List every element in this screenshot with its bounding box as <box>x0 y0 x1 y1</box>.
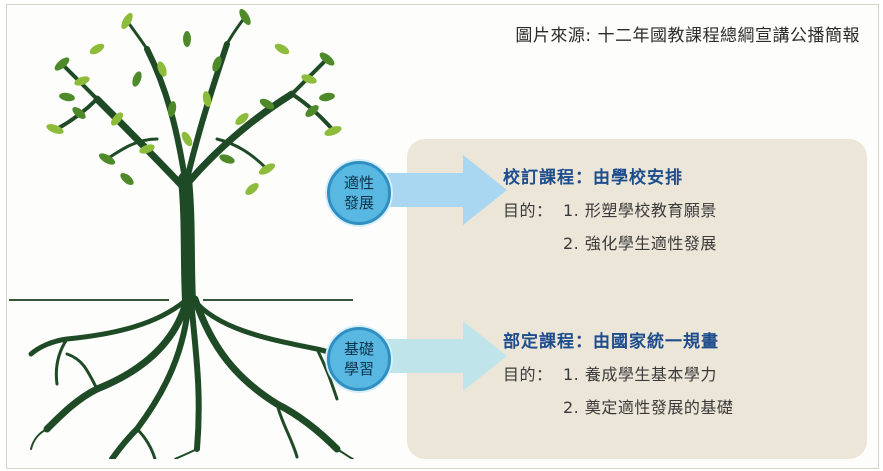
circle-foundation-line1: 基礎 <box>343 340 374 358</box>
circle-foundation-line2: 學習 <box>343 360 374 378</box>
national-purpose-item-2: 2. 奠定適性發展的基礎 <box>563 398 734 417</box>
school-purpose-label: 目的： <box>503 201 553 220</box>
tree-illustration <box>28 9 356 459</box>
tree-trunk <box>55 15 334 308</box>
circle-adaptive-line2: 發展 <box>343 194 374 212</box>
ground-line-right <box>203 299 353 301</box>
arrow-adaptive <box>367 155 507 225</box>
ground-line-left <box>9 299 169 301</box>
circle-adaptive-line1: 適性 <box>343 174 374 192</box>
school-purpose-item-2: 2. 強化學生適性發展 <box>563 234 717 253</box>
tree-roots <box>28 295 356 459</box>
national-purpose-item-1: 1. 養成學生基本學力 <box>563 365 717 384</box>
arrow-foundation <box>367 321 507 391</box>
national-curriculum-title: 部定課程：由國家統一規畫 <box>503 332 719 352</box>
circle-foundation-learning: 基礎 學習 <box>327 327 391 391</box>
school-curriculum-title: 校訂課程：由學校安排 <box>503 168 683 188</box>
tree-leaves <box>46 9 342 195</box>
school-purpose-item-1: 1. 形塑學校教育願景 <box>563 201 717 220</box>
national-purpose-label: 目的： <box>503 365 553 384</box>
diagram-frame: 圖片來源: 十二年國教課程總綱宣講公播簡報 <box>6 4 879 469</box>
source-caption: 圖片來源: 十二年國教課程總綱宣講公播簡報 <box>515 26 860 46</box>
circle-adaptive-development: 適性 發展 <box>327 161 391 225</box>
